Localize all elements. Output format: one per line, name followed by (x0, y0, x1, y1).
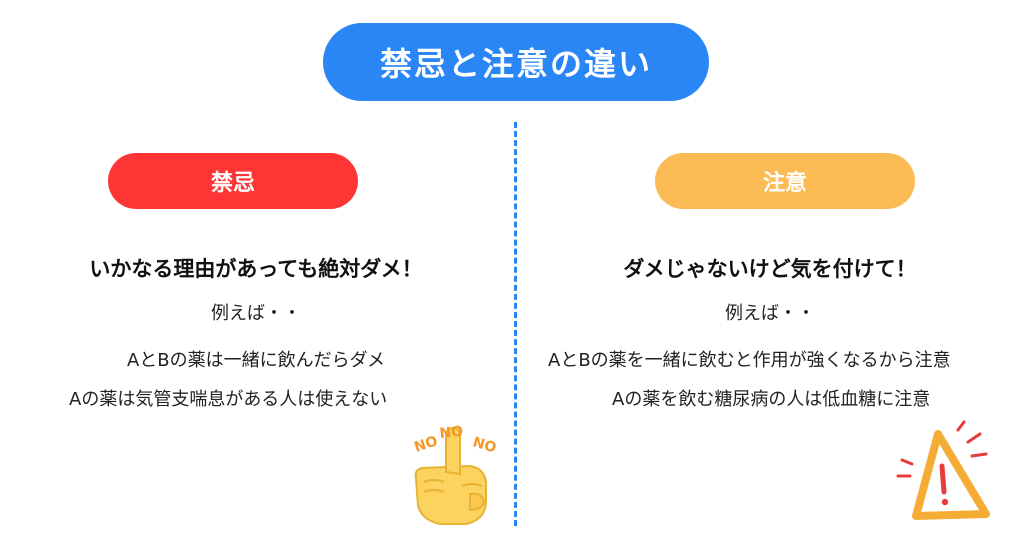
contraindication-label: 禁忌 (108, 153, 358, 209)
no-text-3: NO (471, 434, 498, 456)
contraindication-example-1: AとBの薬は一緒に飲んだらダメ (126, 350, 386, 371)
contraindication-heading: いかなる理由があっても絶対ダメ！ (89, 257, 423, 281)
caution-heading: ダメじゃないけど気を付けて！ (623, 257, 917, 281)
center-divider (514, 122, 517, 526)
caution-example-1: AとBの薬を一緒に飲むと作用が強くなるから注意 (548, 350, 951, 371)
no-text-2: NO (439, 424, 464, 442)
contraindication-example-2: Aの薬は気管支喘息がある人は使えない (69, 389, 388, 410)
caution-example-intro: 例えば・・ (725, 303, 815, 324)
finger-no-icon: NO NO NO (412, 424, 498, 525)
page-title: 禁忌と注意の違い (323, 23, 709, 101)
caution-example-2: Aの薬を飲む糖尿病の人は低血糖に注意 (612, 389, 931, 410)
no-text-1: NO (412, 433, 440, 456)
caution-label: 注意 (655, 153, 915, 209)
contraindication-example-intro: 例えば・・ (211, 303, 301, 324)
warning-icon (896, 420, 990, 520)
